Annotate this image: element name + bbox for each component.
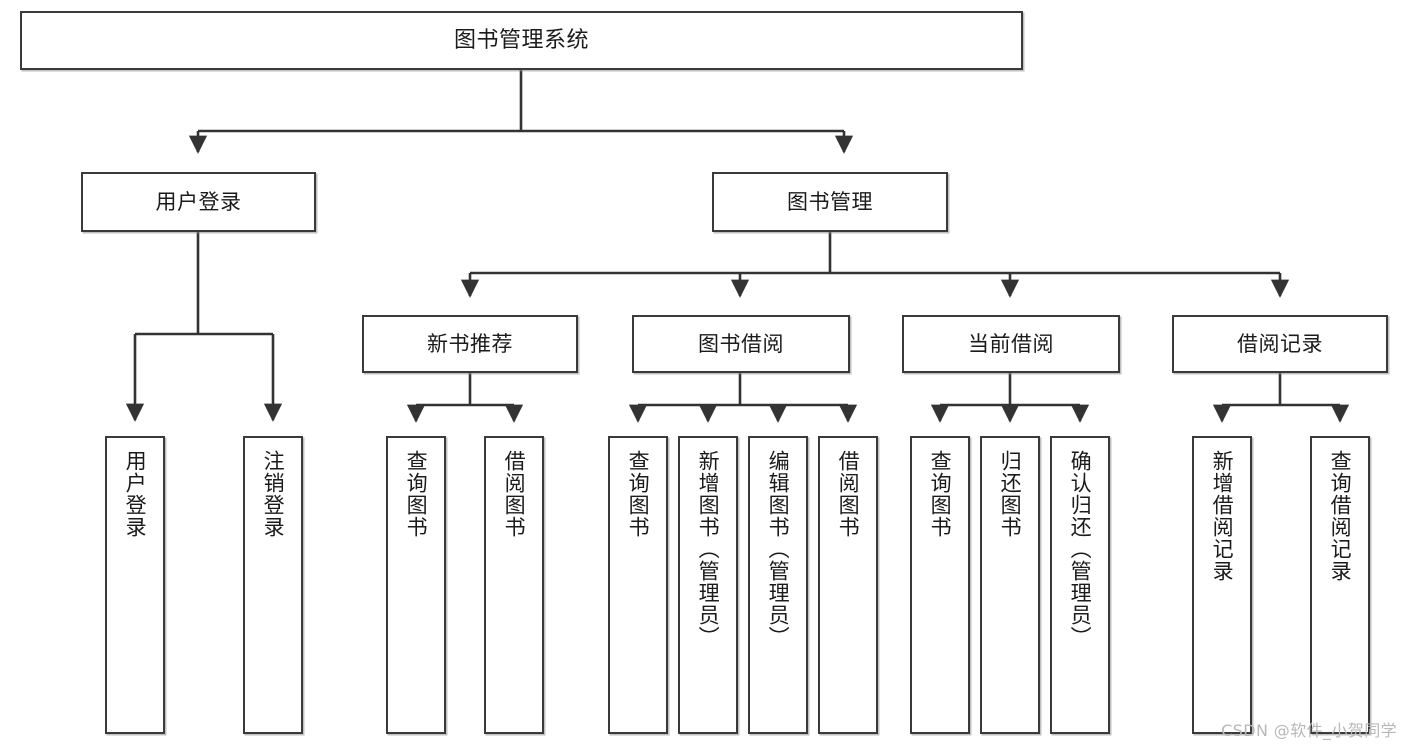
node-leaf-edit-book-label: 编辑图书（管理员） [766, 450, 791, 648]
node-leaf-add-record[interactable]: 新增借阅记录 [1192, 436, 1252, 734]
node-leaf-add-record-label: 新增借阅记录 [1210, 450, 1235, 582]
node-leaf-borrow-book-1-label: 借阅图书 [502, 450, 527, 538]
node-leaf-borrow-book-2-label: 借阅图书 [836, 450, 861, 538]
node-leaf-logout[interactable]: 注销登录 [243, 436, 303, 734]
node-root-label: 图书管理系统 [453, 27, 589, 53]
node-user-login-label: 用户登录 [155, 189, 242, 214]
node-leaf-borrow-book-1[interactable]: 借阅图书 [484, 436, 544, 734]
node-borrow-record[interactable]: 借阅记录 [1172, 315, 1388, 373]
node-leaf-query-book-3[interactable]: 查询图书 [910, 436, 970, 734]
node-book-manage[interactable]: 图书管理 [712, 172, 948, 232]
node-book-borrow[interactable]: 图书借阅 [632, 315, 850, 373]
node-book-manage-label: 图书管理 [787, 189, 873, 214]
node-leaf-edit-book[interactable]: 编辑图书（管理员） [748, 436, 808, 734]
node-new-book-rec-label: 新书推荐 [427, 331, 513, 356]
node-leaf-query-record-label: 查询借阅记录 [1328, 450, 1353, 582]
node-leaf-return-book-label: 归还图书 [998, 450, 1023, 538]
node-leaf-add-book-label: 新增图书（管理员） [696, 450, 721, 648]
node-current-borrow[interactable]: 当前借阅 [902, 315, 1120, 373]
node-leaf-query-book-2[interactable]: 查询图书 [608, 436, 668, 734]
node-leaf-query-book-1-label: 查询图书 [404, 450, 429, 538]
node-leaf-confirm-return-label: 确认归还（管理员） [1068, 450, 1093, 648]
node-leaf-return-book[interactable]: 归还图书 [980, 436, 1040, 734]
node-leaf-query-book-3-label: 查询图书 [928, 450, 953, 538]
node-user-login[interactable]: 用户登录 [81, 172, 316, 232]
csdn-watermark: CSDN @软件_小贺同学 [1221, 721, 1397, 740]
node-leaf-user-login-label: 用户登录 [123, 450, 148, 538]
node-new-book-rec[interactable]: 新书推荐 [362, 315, 578, 373]
node-leaf-query-book-1[interactable]: 查询图书 [386, 436, 446, 734]
node-borrow-record-label: 借阅记录 [1237, 331, 1323, 356]
node-book-borrow-label: 图书借阅 [698, 331, 784, 356]
node-leaf-query-book-2-label: 查询图书 [626, 450, 651, 538]
node-leaf-confirm-return[interactable]: 确认归还（管理员） [1050, 436, 1110, 734]
node-leaf-user-login[interactable]: 用户登录 [105, 436, 165, 734]
node-current-borrow-label: 当前借阅 [968, 331, 1054, 356]
node-root[interactable]: 图书管理系统 [20, 11, 1023, 70]
node-leaf-borrow-book-2[interactable]: 借阅图书 [818, 436, 878, 734]
node-leaf-query-record[interactable]: 查询借阅记录 [1310, 436, 1370, 734]
node-leaf-add-book[interactable]: 新增图书（管理员） [678, 436, 738, 734]
node-leaf-logout-label: 注销登录 [261, 450, 286, 538]
